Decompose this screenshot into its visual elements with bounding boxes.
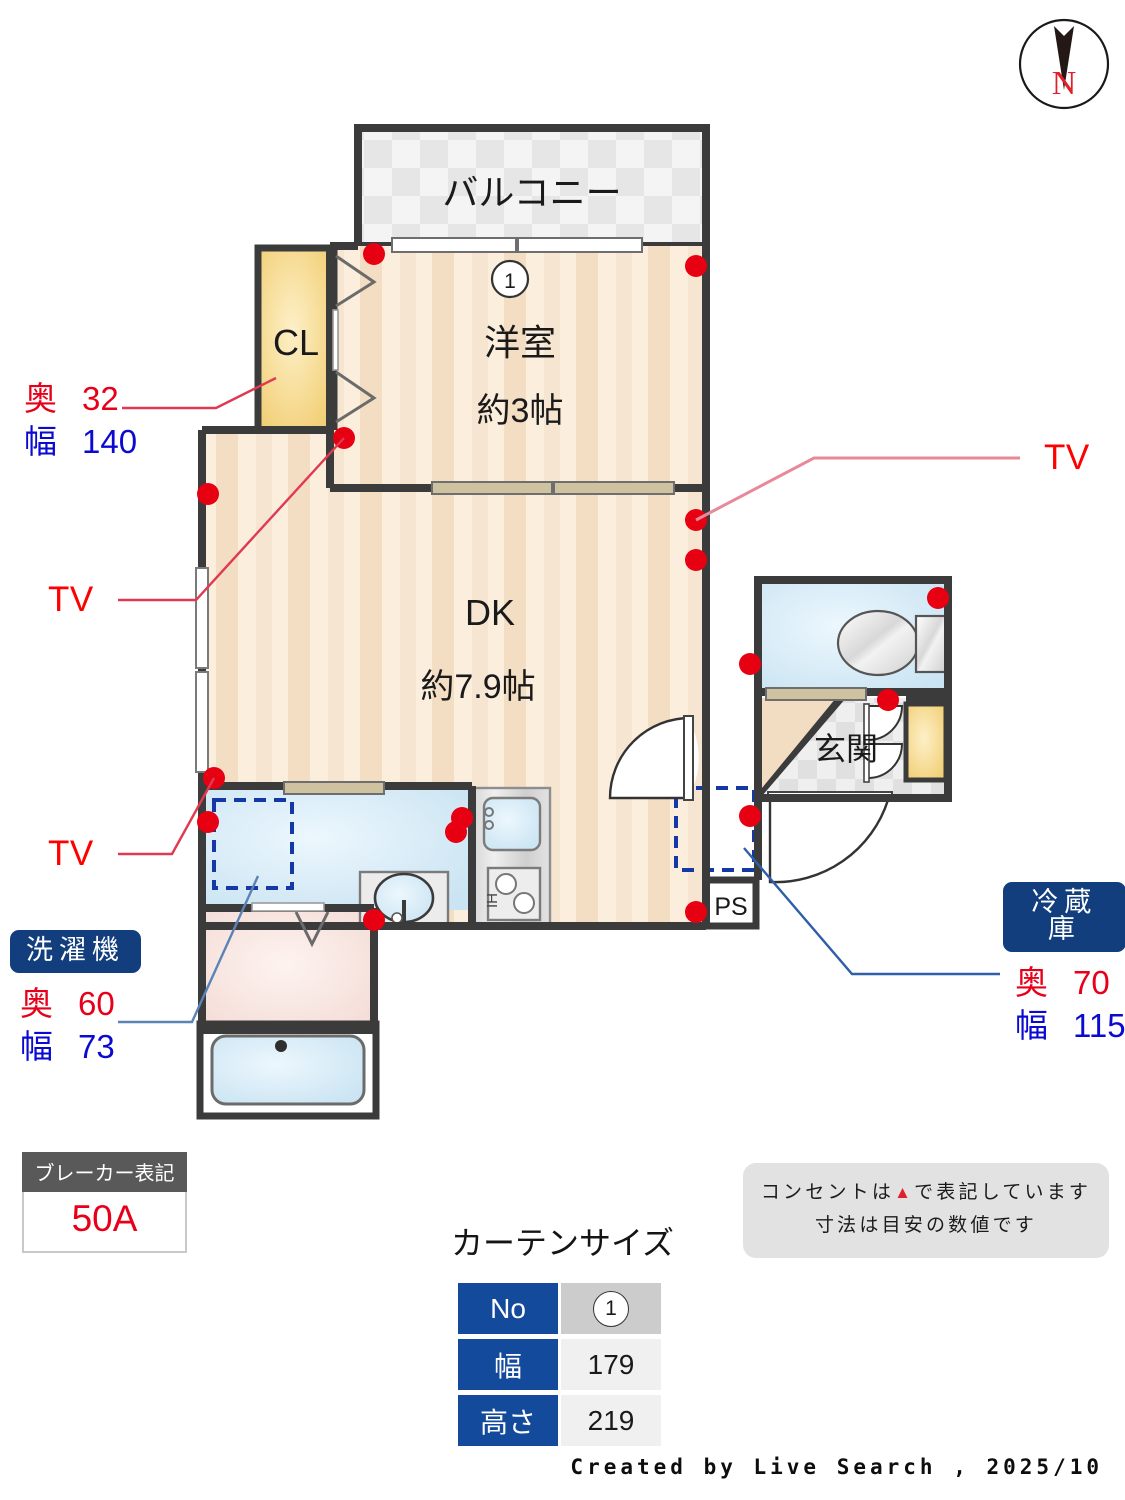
genkan-label: 玄関 — [814, 731, 878, 767]
legend-note-line1: コンセントは▲で表記しています — [743, 1176, 1109, 1209]
closet-dimension-annotation: 奥 32 幅 140 — [24, 378, 137, 464]
dk-label: DK — [465, 592, 515, 633]
table-row: 高さ 219 — [458, 1395, 661, 1446]
toilet-room — [754, 576, 952, 696]
room-labels: バルコニー CL 洋室 約3帖 DK 約7.9帖 玄関 PS — [273, 172, 878, 921]
tv-outlet-label-left-lower: TV — [48, 834, 94, 873]
washer-width-value: 73 — [78, 1027, 115, 1065]
curtain-row-header-width: 幅 — [458, 1339, 558, 1390]
fridge-width-key: 幅 — [1015, 1006, 1048, 1044]
closet-area — [254, 244, 338, 434]
washer-depth-key: 奥 — [20, 985, 53, 1022]
compass-label: N — [1052, 65, 1077, 102]
kitchen-unit: IH — [468, 786, 552, 928]
washer-tag: 洗濯機 — [10, 930, 141, 973]
legend-note-box: コンセントは▲で表記しています 寸法は目安の数値です — [743, 1163, 1109, 1258]
windows — [195, 237, 867, 795]
compass-needle-icon — [1054, 26, 1074, 90]
closet-folding-doors — [332, 254, 377, 424]
compass: N — [1012, 12, 1116, 116]
ps-label: PS — [714, 893, 747, 921]
curtain-row-header-height: 高さ — [458, 1395, 558, 1446]
fridge-tag: 冷蔵庫 — [1003, 882, 1125, 952]
fridge-width-value: 115 — [1073, 1006, 1125, 1044]
note-post: で表記しています — [914, 1182, 1092, 1203]
table-row: No 1 — [458, 1283, 661, 1334]
bathroom-area — [196, 908, 380, 1120]
window-number-1: 1 — [490, 259, 530, 299]
tv-outlet-label-right: TV — [1044, 438, 1090, 477]
tv-outlet-label-left-upper: TV — [48, 580, 94, 619]
washer-depth-value: 60 — [78, 985, 115, 1022]
washitsu-size-label: 約3帖 — [477, 392, 564, 430]
curtain-size-table: No 1 幅 179 高さ 219 — [455, 1278, 664, 1451]
balcony-label: バルコニー — [442, 172, 621, 213]
breaker-box: ブレーカー表記 50A — [22, 1152, 187, 1253]
curtain-row-value-height: 219 — [561, 1395, 661, 1446]
washitsu-label: 洋室 — [484, 322, 556, 363]
curtain-row-header-no: No — [458, 1283, 558, 1334]
bath-door — [251, 902, 330, 948]
washer-width-key: 幅 — [20, 1027, 53, 1065]
ps-shaft — [702, 876, 760, 930]
genkan-area — [758, 698, 949, 884]
curtain-row-value-no: 1 — [561, 1283, 661, 1334]
dk-door — [608, 715, 699, 801]
footer-credit: Created by Live Search , 2025/10 — [570, 1455, 1103, 1479]
cl-label: CL — [273, 322, 319, 363]
breaker-value: 50A — [22, 1192, 187, 1253]
breaker-title: ブレーカー表記 — [22, 1152, 187, 1192]
fridge-depth-key: 奥 — [1015, 964, 1048, 1001]
fridge-annotation: 冷蔵庫 奥 70 幅 115 — [1003, 882, 1125, 1048]
closet-width-key: 幅 — [24, 422, 57, 460]
svg-text:IH: IH — [484, 893, 501, 908]
dk-size-label: 約7.9帖 — [420, 668, 535, 706]
note-pre: コンセントは — [760, 1182, 895, 1203]
outlet-triangle-icon: ▲ — [894, 1183, 915, 1202]
closet-width-value: 140 — [82, 422, 138, 460]
window-number-badge: 1 — [593, 1291, 629, 1327]
fridge-depth-value: 70 — [1073, 964, 1110, 1001]
curtain-row-value-width: 179 — [561, 1339, 661, 1390]
table-row: 幅 179 — [458, 1339, 661, 1390]
closet-depth-value: 32 — [82, 380, 119, 417]
curtain-size-title: カーテンサイズ — [450, 1225, 675, 1261]
leader-lines — [118, 376, 1020, 1024]
closet-depth-key: 奥 — [24, 380, 57, 417]
washer-annotation: 洗濯機 奥 60 幅 73 — [10, 930, 141, 1069]
winno-label: 1 — [504, 270, 516, 293]
legend-note-line2: 寸法は目安の数値です — [814, 1215, 1037, 1237]
